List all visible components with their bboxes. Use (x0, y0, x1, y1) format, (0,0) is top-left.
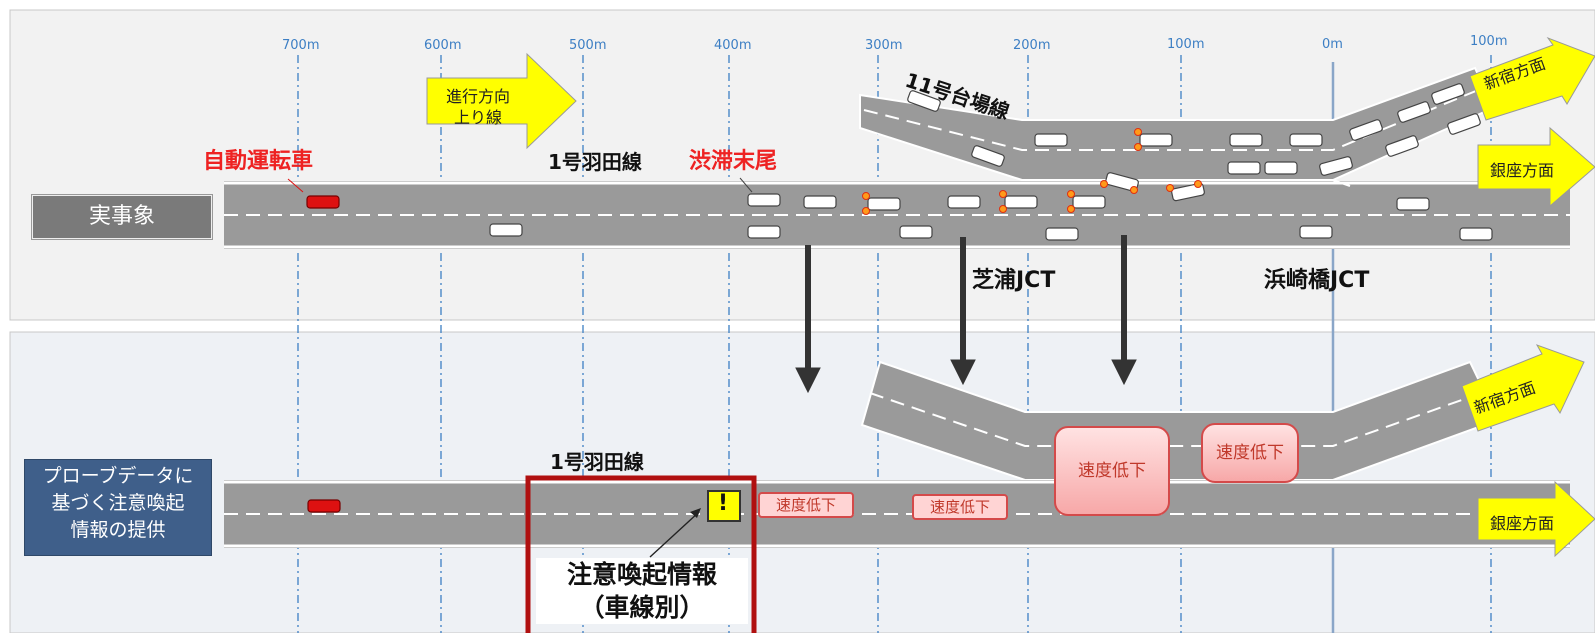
distance-label-100m-beyond: 100m (1470, 34, 1508, 49)
top-panel-label: 実事象 (32, 195, 212, 239)
congestion-tail-label: 渋滞末尾 (689, 149, 778, 174)
transfer-arrows (795, 235, 1137, 394)
top-vehicles (306, 83, 1493, 241)
slowdown-badge: 速度低下 (1201, 423, 1299, 483)
auto-vehicle-pointer (287, 178, 304, 193)
distance-label-300m: 300m (865, 38, 903, 53)
direction-label: 進行方向 上り線 (445, 87, 510, 127)
slowdown-badge: 速度低下 (1054, 426, 1170, 516)
distance-label-100m: 100m (1167, 37, 1205, 52)
bottom-ginza-arrow (1477, 480, 1595, 558)
distance-label-200m: 200m (1013, 38, 1051, 53)
brake-lights (862, 128, 1202, 215)
bottom-road-network (224, 360, 1570, 548)
bottom-ginza-label: 銀座方面 (1490, 514, 1555, 533)
jct-shibaura-label: 芝浦JCT (972, 268, 1056, 293)
distance-label-400m: 400m (714, 38, 752, 53)
top-ginza-label: 銀座方面 (1490, 161, 1555, 180)
direction-arrow (426, 52, 577, 150)
bottom-panel-label: プローブデータに 基づく注意喚起 情報の提供 (25, 460, 211, 555)
top-road-network (224, 66, 1570, 249)
distance-label-0m: 0m (1322, 37, 1343, 52)
distance-label-600m: 600m (424, 38, 462, 53)
bottom-auto-vehicle (307, 499, 341, 513)
alert-icon: ! (718, 491, 729, 516)
slowdown-badge: 速度低下 (912, 494, 1008, 520)
alert-title: 注意喚起情報 （車線別） (536, 558, 748, 624)
alert-icon-box (707, 490, 741, 522)
route-main-label: 1号羽田線 (548, 150, 642, 174)
bottom-route-main-label: 1号羽田線 (550, 450, 644, 474)
alert-pointer (649, 511, 700, 558)
tail-pointer (739, 177, 753, 193)
jct-hamazakibashi-label: 浜崎橋JCT (1264, 268, 1370, 293)
alert-frame (525, 475, 757, 633)
distance-label-500m: 500m (569, 38, 607, 53)
auto-vehicle (306, 195, 340, 209)
slowdown-badge: 速度低下 (758, 492, 854, 518)
distance-label-700m: 700m (282, 38, 320, 53)
auto-vehicle-label: 自動運転車 (203, 149, 314, 174)
top-ginza-arrow (1477, 126, 1595, 208)
bottom-shinjuku-arrow (1461, 344, 1585, 432)
top-shinjuku-arrow (1469, 36, 1595, 121)
